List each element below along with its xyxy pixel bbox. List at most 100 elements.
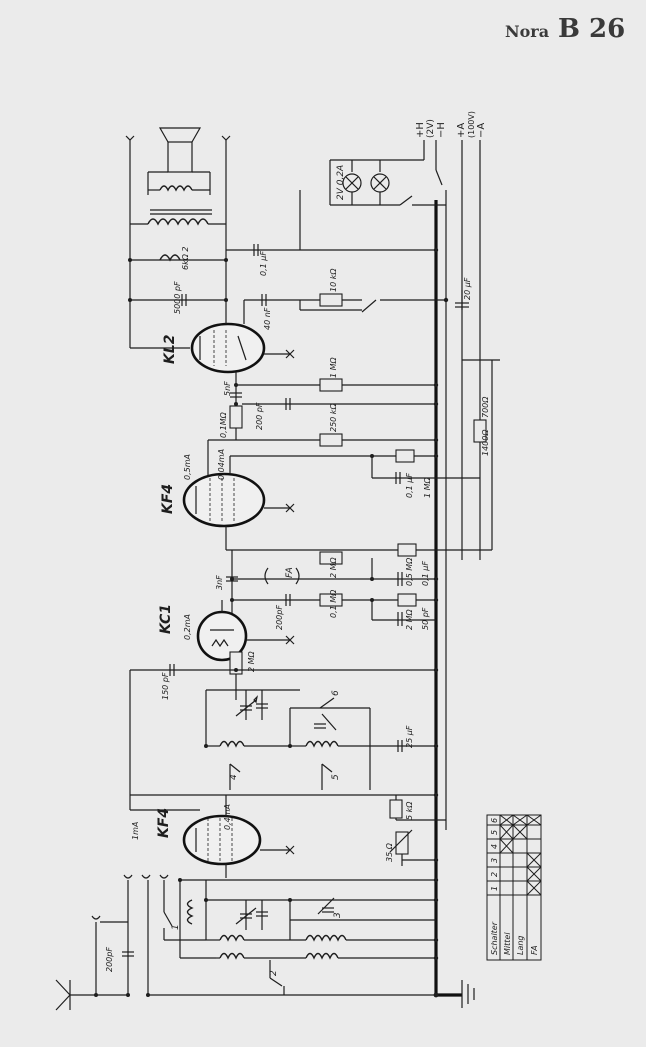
table-col-5: 5	[490, 830, 499, 835]
label-c-25uf: 25 μF	[405, 725, 414, 748]
tuning-section: 6 25 μF 4 5	[130, 689, 436, 796]
tube-kl2-envelope	[190, 322, 266, 374]
tube-kf4-rf-envelope	[182, 814, 262, 866]
mw-coil-icon	[305, 934, 347, 942]
switch-number-3: 3	[333, 912, 343, 918]
switch-number-1: 1	[171, 924, 181, 930]
table-marks	[499, 814, 542, 896]
switch-table: Schalter Mittel Lang FA 1 2 3 4 5 6	[486, 814, 542, 961]
resistor-1m-mid	[395, 449, 415, 463]
osc-coil-icon	[305, 740, 339, 748]
table-mark-x	[512, 814, 528, 826]
label-r-01m-b: 0,1 MΩ	[329, 589, 338, 618]
label-h-minus: −H	[436, 122, 447, 138]
tube-kf4-audio-current2: 0,04mA	[217, 449, 226, 480]
speaker-icon	[167, 141, 193, 173]
resistor-250k	[319, 433, 343, 447]
choke-coil-icon	[159, 254, 181, 262]
label-c-3nf: 3nF	[215, 575, 224, 590]
table-mark-x	[512, 824, 528, 840]
tube-kf4-rf-current2: 1mA	[131, 822, 140, 840]
interstage-network: 5nF 0,1MΩ 200 pF 250 kΩ	[207, 381, 436, 480]
tube-kc1: KC1 0,2mA 2 MΩ 150 pF	[129, 600, 436, 810]
antenna-symbol-icon	[55, 979, 71, 1011]
tube-kc1-current: 0,2mA	[183, 614, 192, 640]
fa-label: FA	[285, 567, 295, 578]
speaker-cone-icon	[158, 127, 202, 143]
choke-label: 6kΩ 2	[181, 247, 190, 270]
if-coil-icon	[219, 740, 245, 748]
label-r-1m-mid: 1 MΩ	[423, 476, 432, 498]
table-col-1: 1	[490, 886, 499, 891]
table-mark-x	[499, 814, 514, 826]
switch-number-4: 4	[229, 774, 239, 780]
label-a-volt: (100V)	[467, 111, 476, 138]
tube-kf4-audio-current: 0,5mA	[183, 454, 192, 480]
label-c-200pf-kc: 200pF	[275, 605, 284, 630]
tube-kl2: 40 nF 10 kΩ 20 μF KL2 1 MΩ	[130, 268, 472, 392]
tube-kf4-audio: KF4 0,5mA 0,04mA 1 MΩ 0,1 μF 1400Ω 700Ω	[160, 360, 493, 551]
table-mark-x	[526, 814, 542, 826]
resistor-5k	[389, 799, 403, 819]
output-stage: 6kΩ 2 5000 pF 0,1 μF	[125, 127, 436, 348]
resistor-1m-top	[319, 378, 343, 392]
table-row-label-mittel: Mittel	[503, 932, 512, 955]
antenna-coil-icon	[219, 934, 245, 942]
label-c-5nf: 5nF	[223, 381, 232, 396]
bus-lines	[330, 140, 500, 995]
label-r-2m-b: 2 MΩ	[405, 608, 414, 630]
table-col-3: 3	[490, 858, 499, 863]
antenna-socket-icon	[159, 874, 169, 879]
table-col-4: 4	[490, 844, 499, 849]
label-r-5k: 5 kΩ	[405, 801, 414, 820]
tube-kf4-audio-envelope	[182, 472, 266, 528]
label-r-700: 700Ω	[481, 396, 490, 418]
label-h-plus: +H	[415, 122, 426, 138]
label-c-50pf: 50 pF	[421, 607, 430, 630]
label-r-2m: 2 MΩ	[329, 556, 338, 578]
tube-kf4-rf-label: KF4	[156, 808, 172, 838]
label-r-1m-top: 1 MΩ	[329, 356, 338, 378]
label-r-05m: 0,5 MΩ	[405, 557, 414, 586]
table-row-label-fa: FA	[530, 945, 539, 955]
switch-number-2: 2	[269, 970, 279, 976]
resistor-2m-b	[397, 593, 417, 607]
label-c-40nf: 40 nF	[263, 307, 272, 330]
label-a-minus: −A	[476, 123, 487, 138]
antenna-socket-icon	[123, 874, 133, 879]
resistor-2m-kc	[229, 651, 243, 675]
label-a-plus: +A	[456, 123, 467, 138]
label-r-01m: 0,1MΩ	[219, 411, 228, 438]
resistor-1400-700	[473, 419, 487, 443]
brand-name: Nora	[505, 22, 550, 41]
resistor-2m	[319, 551, 343, 565]
output-transformer-icon	[147, 218, 209, 226]
table-mark-x	[499, 838, 514, 854]
tube-kc1-label: KC1	[158, 604, 174, 634]
lamp-rating: 2V 0,2A	[336, 165, 346, 200]
table-col-2: 2	[490, 872, 499, 877]
table-row-label-schalter: Schalter	[490, 921, 499, 955]
table-col-6: 6	[490, 818, 499, 823]
label-c-01uf-mid: 0,1 μF	[405, 473, 414, 498]
label-r-250k: 250 kΩ	[329, 403, 338, 432]
detector-network: 3nF FA 2 MΩ 0,5 MΩ 0,1 μF 0,1 MΩ 200pF 2…	[215, 543, 436, 630]
input-section: 3 1 2	[55, 874, 475, 1011]
supply-labels: +H (2V) −H +A (100V) −A	[415, 111, 487, 138]
switch-number-5: 5	[331, 774, 341, 780]
table-row-label-lang: Lang	[516, 935, 525, 955]
model-number: B 26	[558, 14, 626, 44]
tube-kl2-label: KL2	[162, 334, 178, 364]
label-c-01uf-low: 0,1 μF	[421, 561, 430, 586]
table-mark-x	[499, 824, 514, 840]
ground-socket-icon	[91, 915, 101, 920]
label-r-10k: 10 kΩ	[329, 268, 338, 292]
label-c-20uf: 20 μF	[463, 277, 472, 300]
junctions	[126, 247, 449, 998]
table-mark-x	[526, 852, 542, 868]
label-c-01uf-top: 0,1 μF	[259, 251, 268, 276]
resistor-0-5m	[397, 543, 417, 557]
lw-coil2-icon	[305, 952, 339, 960]
